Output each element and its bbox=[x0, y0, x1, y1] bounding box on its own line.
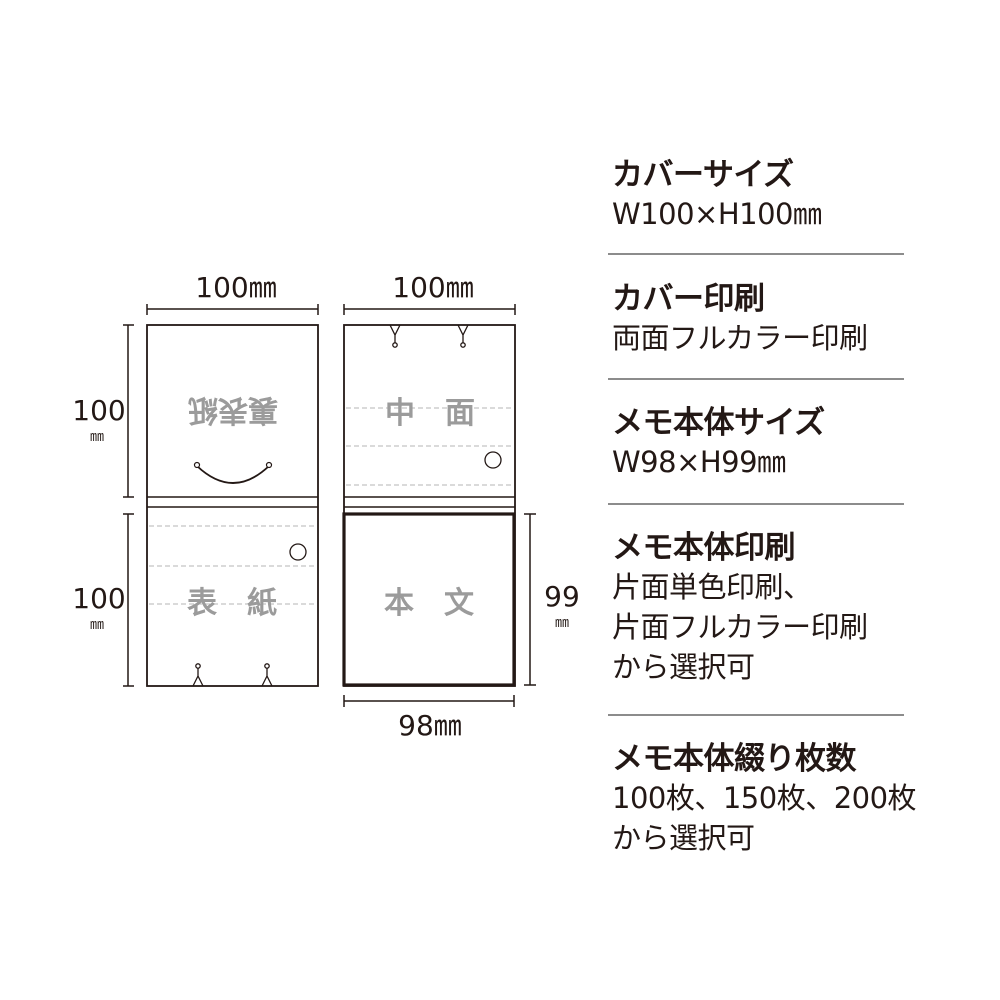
spec-title: メモ本体印刷 bbox=[612, 530, 796, 566]
back-cover-text: 裏表紙 bbox=[188, 392, 278, 427]
memo-height-unit: ㎜ bbox=[555, 615, 569, 631]
memo-text: 本 文 bbox=[384, 586, 474, 621]
spec-divider bbox=[608, 253, 904, 255]
cover-upper-height-unit: ㎜ bbox=[90, 429, 104, 445]
inner-hole bbox=[484, 451, 502, 469]
memo-height-label: 99 bbox=[544, 580, 580, 613]
cover-width-dimension bbox=[146, 304, 319, 315]
memo-height-dimension bbox=[524, 513, 536, 686]
inner-guides bbox=[346, 407, 513, 486]
spec-memo-size: メモ本体サイズ W98×H99㎜ bbox=[612, 404, 904, 482]
spec-value: W98×H99㎜ bbox=[612, 445, 786, 479]
cover-clip-left bbox=[192, 663, 204, 687]
inner-clip-right bbox=[457, 324, 469, 348]
memo-width-label: 98㎜ bbox=[398, 709, 462, 742]
spec-cover-print: カバー印刷 両面フルカラー印刷 bbox=[612, 280, 904, 358]
spec-title: メモ本体サイズ bbox=[612, 405, 825, 441]
spec-memo-print: メモ本体印刷 片面単色印刷、 片面フルカラー印刷 から選択可 bbox=[612, 529, 904, 687]
inner-text: 中 面 bbox=[385, 396, 475, 431]
body-width-label-top: 100㎜ bbox=[392, 271, 473, 304]
front-cover-text: 表 紙 bbox=[187, 586, 277, 621]
spec-divider bbox=[608, 714, 904, 716]
spec-title: メモ本体綴り枚数 bbox=[612, 741, 857, 777]
cover-lower-height-label: 100 bbox=[72, 582, 125, 615]
spec-title: カバーサイズ bbox=[612, 157, 794, 193]
cover-lower-height-dimension bbox=[123, 513, 134, 687]
cover-clip-right bbox=[261, 663, 273, 687]
cover-outline bbox=[146, 324, 319, 687]
cover-group: 100㎜ 100 ㎜ 100 ㎜ 裏表紙 bbox=[72, 271, 319, 687]
inner-clip-left bbox=[389, 324, 401, 348]
band-end-right bbox=[265, 461, 273, 469]
memo-body bbox=[342, 512, 516, 687]
cover-upper-height-dimension bbox=[123, 324, 134, 498]
body-width-dimension bbox=[343, 304, 516, 315]
spec-divider bbox=[608, 378, 904, 380]
spec-value: 片面フルカラー印刷 bbox=[612, 610, 868, 644]
memo-width-dimension bbox=[343, 695, 515, 707]
spec-title: カバー印刷 bbox=[612, 281, 765, 317]
spec-value: 両面フルカラー印刷 bbox=[612, 321, 868, 355]
cover-width-label: 100㎜ bbox=[195, 271, 276, 304]
band-end-left bbox=[193, 461, 201, 469]
spec-value: 片面単色印刷、 bbox=[612, 570, 812, 604]
cover-upper-height-label: 100 bbox=[72, 394, 125, 427]
spec-cover-size: カバーサイズ W100×H100㎜ bbox=[612, 156, 904, 234]
spec-value: から選択可 bbox=[612, 821, 755, 855]
spec-value: から選択可 bbox=[612, 650, 755, 684]
spec-memo-sheets: メモ本体綴り枚数 100枚、150枚、200枚 から選択可 bbox=[612, 740, 917, 858]
spec-value: 100枚、150枚、200枚 bbox=[612, 781, 917, 815]
elastic-band-curve bbox=[196, 465, 270, 484]
cover-lower-height-unit: ㎜ bbox=[90, 617, 104, 633]
front-cover-hole bbox=[289, 543, 307, 561]
spec-value: W100×H100㎜ bbox=[612, 197, 822, 231]
body-group: 100㎜ 中 面 本 文 99 bbox=[342, 271, 580, 742]
front-cover-guides bbox=[149, 525, 316, 605]
spec-divider bbox=[608, 503, 904, 505]
